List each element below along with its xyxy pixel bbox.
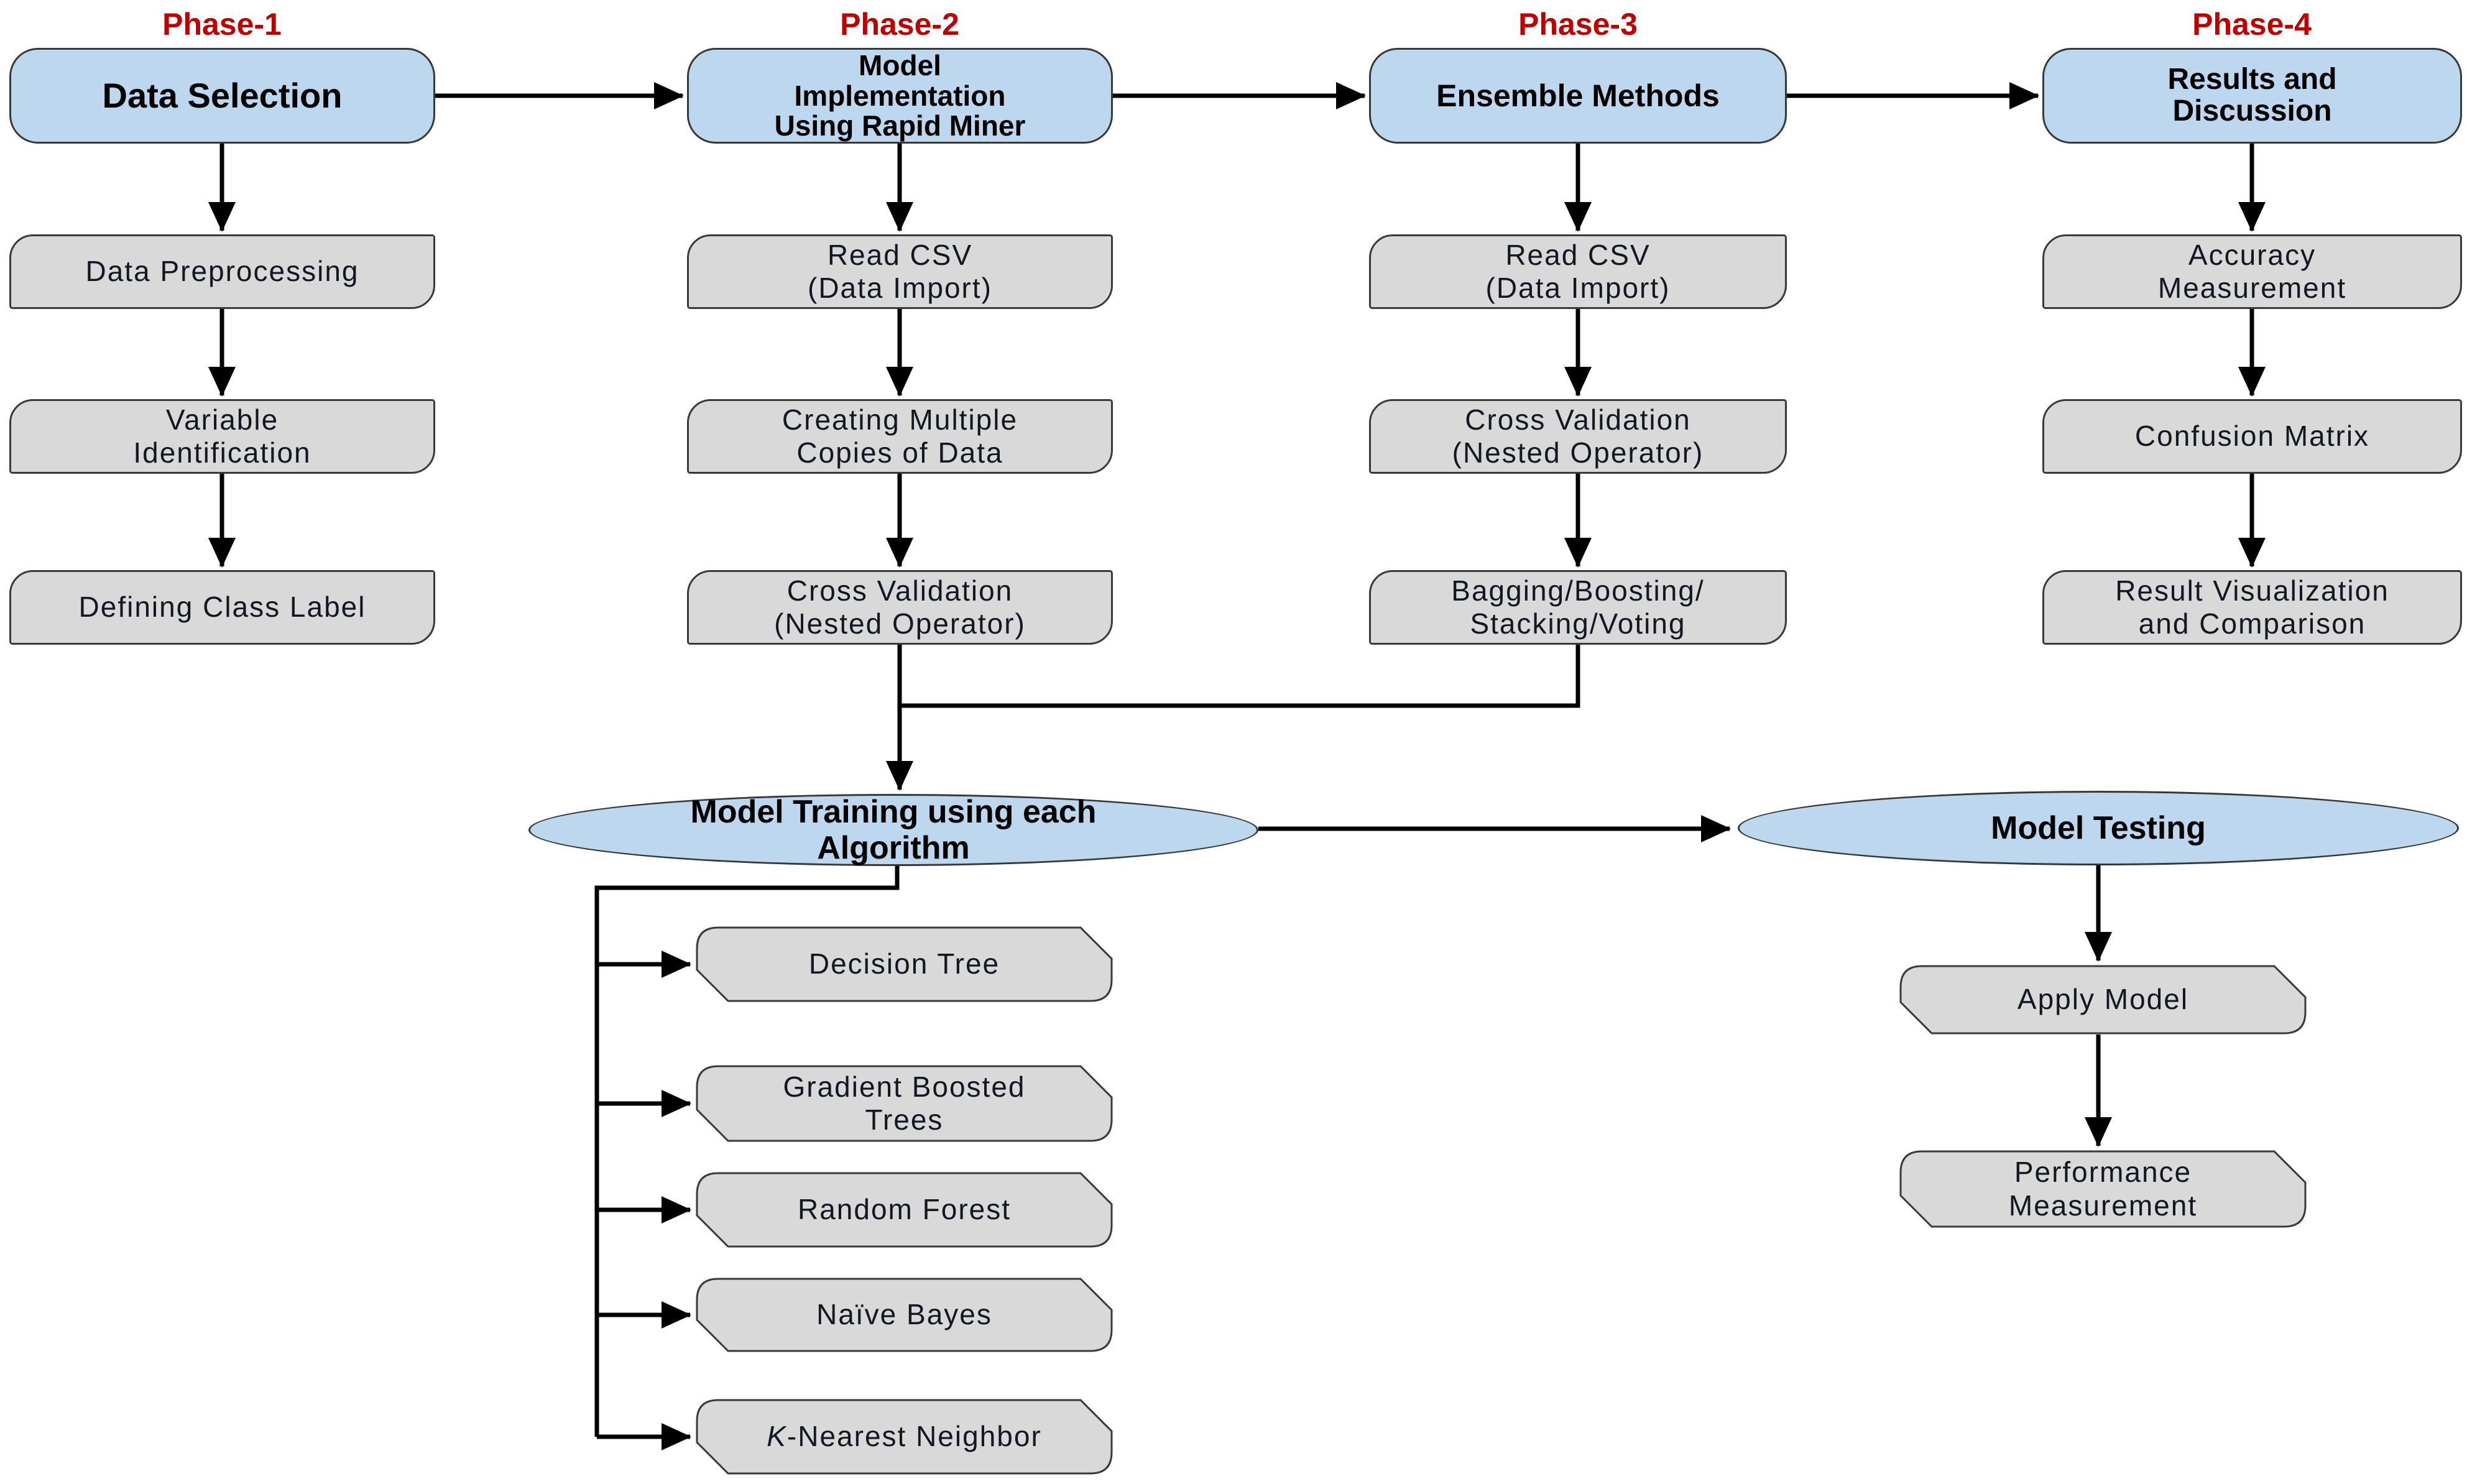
node-results-discussion: Results and Discussion <box>2042 48 2462 144</box>
node-gradient-boosted-trees: Gradient Boosted Trees <box>696 1065 1113 1142</box>
node-performance-measurement: Performance Measurement <box>1899 1150 2307 1228</box>
node-variable-identification: Variable Identification <box>9 399 435 474</box>
node-model-testing-ellipse: Model Testing <box>1738 791 2459 865</box>
phase-1-label: Phase-1 <box>162 7 282 42</box>
node-read-csv-phase2: Read CSV (Data Import) <box>687 234 1113 309</box>
hexagon-shape <box>696 1172 1113 1248</box>
edge-spine <box>594 866 900 1437</box>
node-k-nearest-neighbor: K-Nearest Neighbor <box>696 1399 1113 1475</box>
hexagon-shape <box>696 926 1113 1002</box>
node-apply-model: Apply Model <box>1899 965 2307 1035</box>
hexagon-shape <box>696 1278 1113 1352</box>
node-read-csv-phase3: Read CSV (Data Import) <box>1369 234 1787 309</box>
node-naive-bayes: Naïve Bayes <box>696 1278 1113 1352</box>
edge-merge-col3 <box>900 645 1580 708</box>
node-random-forest: Random Forest <box>696 1172 1113 1248</box>
node-ensemble-methods: Ensemble Methods <box>1369 48 1787 144</box>
hexagon-shape <box>1899 965 2307 1035</box>
node-defining-class-label: Defining Class Label <box>9 570 435 645</box>
node-bagging-boosting: Bagging/Boosting/ Stacking/Voting <box>1369 570 1787 645</box>
node-data-selection: Data Selection <box>9 48 435 144</box>
node-accuracy-measurement: Accuracy Measurement <box>2042 234 2462 309</box>
node-cross-validation-phase2: Cross Validation (Nested Operator) <box>687 570 1113 645</box>
phase-3-label: Phase-3 <box>1518 7 1638 42</box>
hexagon-shape <box>696 1065 1113 1142</box>
phase-4-label: Phase-4 <box>2192 7 2312 42</box>
node-result-visualization: Result Visualization and Comparison <box>2042 570 2462 645</box>
node-confusion-matrix: Confusion Matrix <box>2042 399 2462 474</box>
hexagon-shape <box>1899 1150 2307 1228</box>
node-model-training-ellipse: Model Training using each Algorithm <box>528 794 1258 866</box>
node-model-implementation: Model Implementation Using Rapid Miner <box>687 48 1113 144</box>
node-cross-validation-phase3: Cross Validation (Nested Operator) <box>1369 399 1787 474</box>
phase-2-label: Phase-2 <box>840 7 959 42</box>
node-data-preprocessing: Data Preprocessing <box>9 234 435 309</box>
node-decision-tree: Decision Tree <box>696 926 1113 1002</box>
hexagon-shape <box>696 1399 1113 1475</box>
node-creating-multiple-copies: Creating Multiple Copies of Data <box>687 399 1113 474</box>
